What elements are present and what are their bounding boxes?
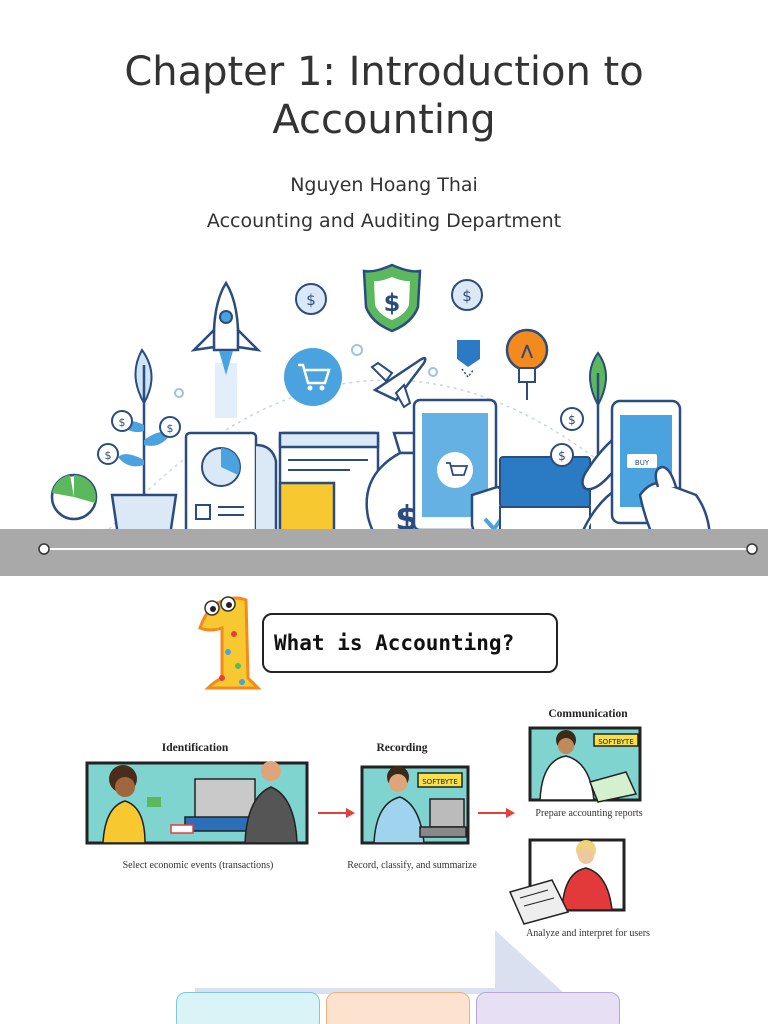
price-tag-icon xyxy=(457,340,480,379)
rocket-icon xyxy=(190,280,262,418)
communication-clipart-reports: SOFTBYTE xyxy=(528,726,642,803)
dollar-coin-icon: $ xyxy=(550,443,574,467)
recording-clipart: SOFTBYTE xyxy=(360,765,470,845)
deco-dot xyxy=(351,344,363,356)
svg-text:$: $ xyxy=(119,416,126,429)
shopping-cart-icon xyxy=(284,348,342,406)
department-name: Accounting and Auditing Department xyxy=(206,210,562,232)
number-one-icon xyxy=(198,596,262,690)
shield-dollar-icon: $ xyxy=(362,263,422,333)
recording-caption: Record, classify, and summarize xyxy=(347,860,477,871)
svg-text:$: $ xyxy=(306,291,316,309)
title-line-1: Chapter 1: Introduction to xyxy=(124,49,644,95)
airplane-icon xyxy=(370,356,427,409)
ground-bar xyxy=(0,529,768,576)
svg-text:BUY: BUY xyxy=(635,459,650,467)
dollar-coin-icon: $ xyxy=(159,416,181,438)
report-document-icon xyxy=(184,431,278,551)
slide-title: Chapter 1: Introduction to Accounting xyxy=(0,48,768,144)
svg-text:$: $ xyxy=(384,289,401,317)
communication-label: Communication xyxy=(548,708,628,720)
summary-box-3 xyxy=(476,992,620,1024)
plant-icon xyxy=(110,348,178,551)
svg-text:$: $ xyxy=(105,449,112,462)
communication-caption-reports: Prepare accounting reports xyxy=(535,808,643,819)
communication-clipart-users xyxy=(508,838,626,925)
identification-label: Identification xyxy=(161,742,229,754)
light-bulb-icon xyxy=(505,328,549,400)
author-name: Nguyen Hoang Thai xyxy=(290,174,478,196)
arrow-right-icon xyxy=(478,808,515,818)
communication-caption-users: Analyze and interpret for users xyxy=(526,928,650,939)
plant-icon xyxy=(589,351,607,469)
title-line-2: Accounting xyxy=(272,97,496,143)
svg-text:$: $ xyxy=(558,449,566,463)
svg-text:$: $ xyxy=(462,287,472,305)
title-slide: Chapter 1: Introduction to Accounting Ng… xyxy=(0,48,768,576)
pie-chart-icon xyxy=(50,473,98,521)
recording-label: Recording xyxy=(376,742,428,754)
svg-text:SOFTBYTE: SOFTBYTE xyxy=(422,778,458,786)
finance-illustration: $ $ $ xyxy=(0,263,768,576)
line-endpoint xyxy=(746,543,758,555)
callout-shape xyxy=(195,930,565,994)
dollar-coin-icon: $ xyxy=(560,407,584,431)
svg-text:SOFTBYTE: SOFTBYTE xyxy=(598,738,634,746)
arrow-right-icon xyxy=(318,808,355,818)
line-endpoint xyxy=(38,543,50,555)
deco-dot xyxy=(174,388,184,398)
identification-caption: Select economic events (transactions) xyxy=(122,860,274,871)
dollar-coin-icon: $ xyxy=(97,443,119,465)
question-box: What is Accounting? xyxy=(262,613,558,673)
dollar-coin-icon: $ xyxy=(451,279,483,311)
dollar-coin-icon: $ xyxy=(111,410,133,432)
identification-clipart xyxy=(85,761,309,845)
summary-box-1 xyxy=(176,992,320,1024)
dollar-coin-icon: $ xyxy=(295,283,327,315)
svg-text:$: $ xyxy=(568,413,576,427)
deco-dot xyxy=(428,367,438,377)
summary-box-2 xyxy=(326,992,470,1024)
hand-holding-phone-icon: BUY xyxy=(573,399,712,553)
svg-text:$: $ xyxy=(167,422,174,435)
